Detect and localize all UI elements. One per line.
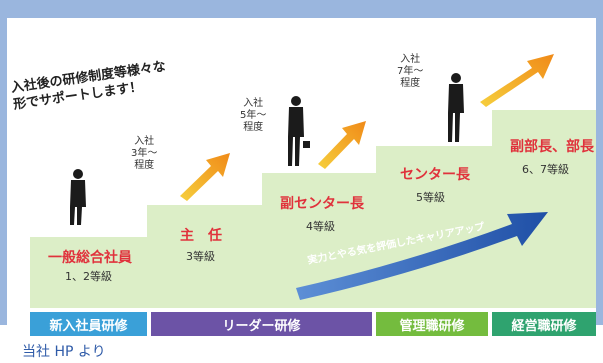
source-caption: 当社 HP より — [22, 344, 106, 360]
step-grade-5: 6、7等級 — [522, 163, 569, 176]
step-name-1: 一般総合社員 — [48, 250, 132, 266]
businessman-figure-2 — [288, 96, 310, 166]
training-bar-label: 経営職研修 — [511, 318, 577, 334]
step-name-4: センター長 — [400, 167, 470, 183]
step-grade-4: 5等級 — [416, 191, 445, 204]
career-arrow — [296, 212, 548, 300]
step-grade-1: 1、2等級 — [65, 270, 112, 283]
right-border — [596, 0, 603, 325]
step-grade-3: 4等級 — [306, 220, 335, 233]
training-bar-new-employee: 新入社員研修 — [30, 312, 147, 336]
left-border — [0, 0, 7, 325]
step-name-3: 副センター長 — [280, 196, 364, 212]
step-name-2: 主 任 — [180, 228, 222, 244]
training-bar-management: 管理職研修 — [376, 312, 488, 336]
businessman-figure-1 — [70, 169, 86, 225]
join-note-3years: 入社 3年〜 程度 — [131, 136, 158, 171]
join-note-7years: 入社 7年〜 程度 — [397, 54, 424, 89]
growth-arrow-2 — [318, 121, 366, 169]
training-bar-executive: 経営職研修 — [492, 312, 596, 336]
training-bar-label: リーダー研修 — [222, 318, 301, 334]
training-bar-label: 管理職研修 — [399, 318, 465, 334]
growth-arrow-3 — [480, 54, 554, 107]
step-grade-2: 3等級 — [186, 250, 215, 263]
top-bar — [0, 0, 603, 18]
training-bar-leader: リーダー研修 — [151, 312, 372, 336]
growth-arrow-1 — [180, 153, 230, 201]
step-name-5: 副部長、部長 — [510, 139, 594, 155]
join-note-5years: 入社 5年〜 程度 — [240, 98, 267, 133]
businessman-figure-3 — [448, 73, 464, 142]
staircase — [30, 110, 596, 308]
training-bar-label: 新入社員研修 — [49, 318, 128, 334]
